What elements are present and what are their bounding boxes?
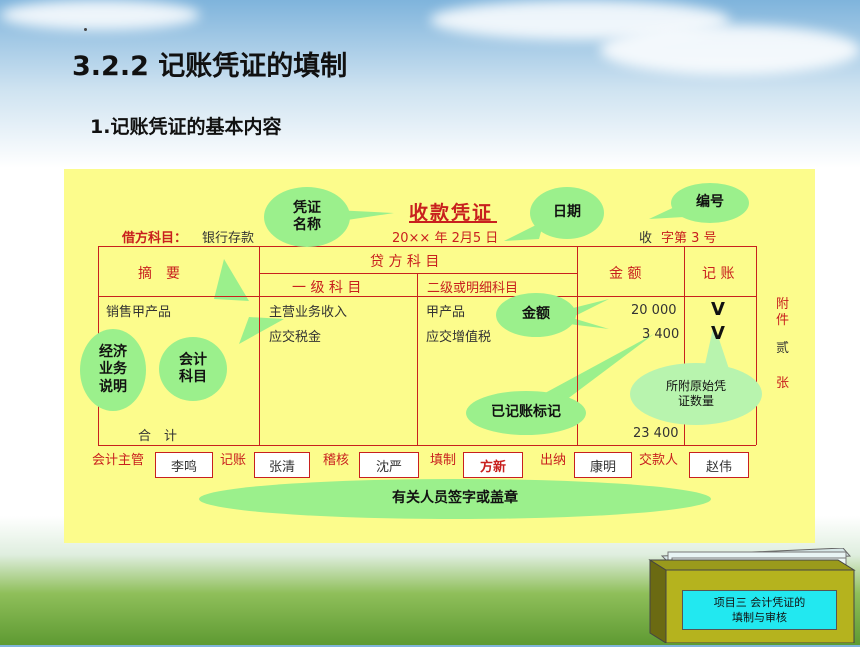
attachment-char-1: 附 (776, 297, 790, 312)
voucher-number: 字第 3 号 (661, 231, 717, 246)
signer-role-bookkeeper: 记账 (220, 453, 247, 468)
header-amount: 金 额 (609, 266, 642, 282)
slide-subtitle: 1.记账凭证的基本内容 (90, 116, 282, 138)
callout-attachment-count: 所附原始凭 证数量 (630, 363, 762, 425)
callout-signature: 有关人员签字或盖章 (199, 479, 711, 519)
signer-role-cashier: 出纳 (540, 453, 567, 468)
project-folder[interactable]: 项目三 会计凭证的 填制与审核 (648, 547, 856, 644)
signer-name-payer: 赵伟 (689, 452, 749, 478)
signer-name-supervisor: 李鸣 (155, 452, 213, 478)
folder-label: 项目三 会计凭证的 填制与审核 (682, 590, 837, 630)
signer-role-payer: 交款人 (639, 453, 679, 468)
voucher-date: 20×× 年 2月5 日 (392, 231, 499, 246)
total-label: 合 计 (138, 429, 178, 444)
signer-name-cashier: 康明 (574, 452, 632, 478)
header-credit-account: 贷 方 科 目 (370, 254, 440, 270)
header-summary: 摘 要 (138, 266, 180, 282)
attachment-count: 贰 (776, 341, 790, 356)
row1-level2: 甲产品 (426, 305, 466, 320)
row2-amount: 3 400 (642, 327, 680, 342)
attachment-char-2: 件 (776, 313, 790, 328)
callout-posted-mark: 已记账标记 (466, 391, 586, 435)
callout-amount: 金额 (496, 293, 576, 337)
header-level2: 二级或明细科目 (427, 281, 519, 296)
slide-title: 3.2.2 记账凭证的填制 (72, 51, 348, 82)
callout-date: 日期 (530, 187, 604, 239)
cloud (600, 25, 860, 75)
signer-name-auditor: 沈严 (359, 452, 419, 478)
total-amount: 23 400 (633, 426, 679, 441)
signer-role-auditor: 稽核 (323, 453, 350, 468)
callout-tails (214, 204, 729, 409)
row2-level1: 应交税金 (269, 330, 322, 345)
debit-account-label: 借方科目： (122, 231, 188, 246)
voucher-panel: 收款凭证 借方科目： 银行存款 20×× 年 2月5 日 收 字第 3 号 摘 … (64, 169, 815, 543)
signer-name-preparer: 方新 (463, 452, 523, 478)
header-level1: 一 级 科 目 (292, 280, 362, 296)
bullet-dot (84, 28, 87, 31)
voucher-number-prefix: 收 (639, 231, 653, 246)
callout-business-description: 经济 业务 说明 (80, 329, 146, 411)
signer-role-supervisor: 会计主管 (92, 453, 145, 468)
row1-level1: 主营业务收入 (269, 305, 348, 320)
row2-posted-mark: V (711, 323, 725, 344)
attachment-char-4: 张 (776, 376, 790, 391)
signer-role-preparer: 填制 (430, 453, 457, 468)
signer-name-bookkeeper: 张清 (254, 452, 310, 478)
row1-posted-mark: V (711, 299, 725, 320)
callout-voucher-name: 凭证 名称 (264, 187, 350, 247)
header-posting: 记 账 (702, 266, 735, 282)
voucher-title: 收款凭证 (409, 202, 494, 224)
row1-amount: 20 000 (631, 303, 677, 318)
callout-number: 编号 (671, 183, 749, 223)
voucher-title-underline (409, 221, 497, 223)
debit-account-value: 银行存款 (202, 231, 255, 246)
row1-summary: 销售甲产品 (106, 305, 172, 320)
callout-account: 会计 科目 (159, 337, 227, 401)
row2-level2: 应交增值税 (426, 330, 492, 345)
cloud (0, 0, 200, 30)
